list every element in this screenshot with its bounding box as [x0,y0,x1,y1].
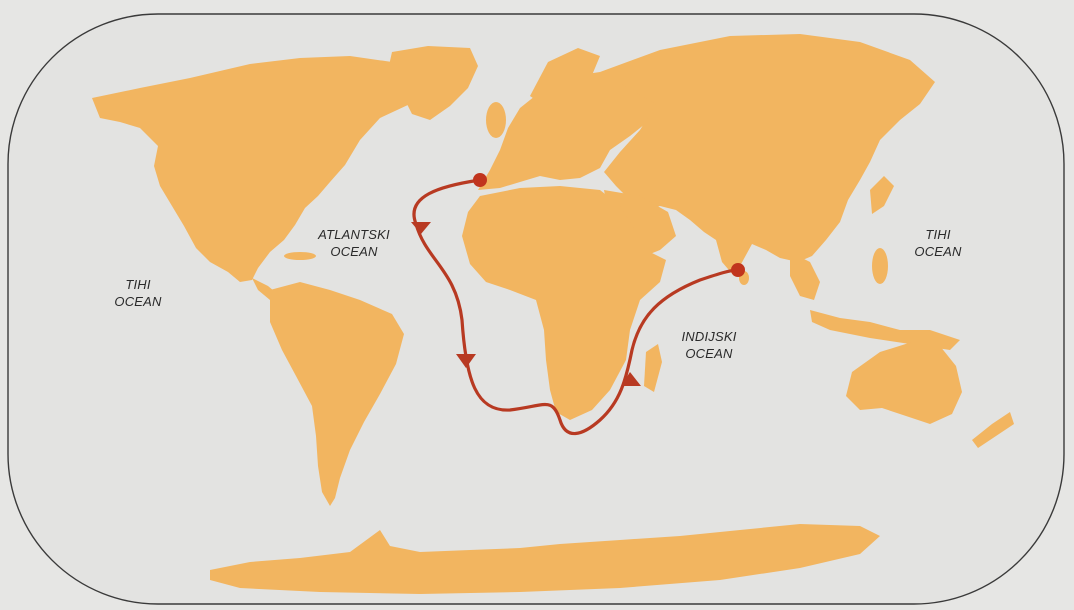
indonesia [810,310,960,350]
greenland [388,46,478,120]
north-america [92,56,420,282]
sea-route [412,178,740,436]
scandinavia [530,48,600,110]
japan [870,176,894,214]
europe [478,72,660,190]
australia [846,342,962,424]
caribbean-islands [284,252,316,260]
route-line [412,178,740,436]
route-arrows [411,222,641,386]
philippines [872,248,888,284]
route-start-marker [473,173,487,187]
antarctica [210,524,880,594]
southeast-asia [790,252,820,300]
asia [600,34,935,276]
new-zealand [972,412,1014,448]
south-america [270,282,404,506]
africa [462,186,666,420]
arrow-down-1 [411,222,431,234]
label-indijski-ocean: INDIJSKI OCEAN [681,329,737,361]
label-atlantski-ocean: ATLANTSKI OCEAN [318,227,390,259]
label-tihi-ocean-east: TIHI OCEAN [914,227,962,259]
arrow-up-1 [621,372,641,386]
route-end-marker [731,263,745,277]
madagascar [644,344,662,392]
arrow-down-2 [456,354,476,368]
label-tihi-ocean-west: TIHI OCEAN [114,277,162,309]
british-isles [486,102,506,138]
